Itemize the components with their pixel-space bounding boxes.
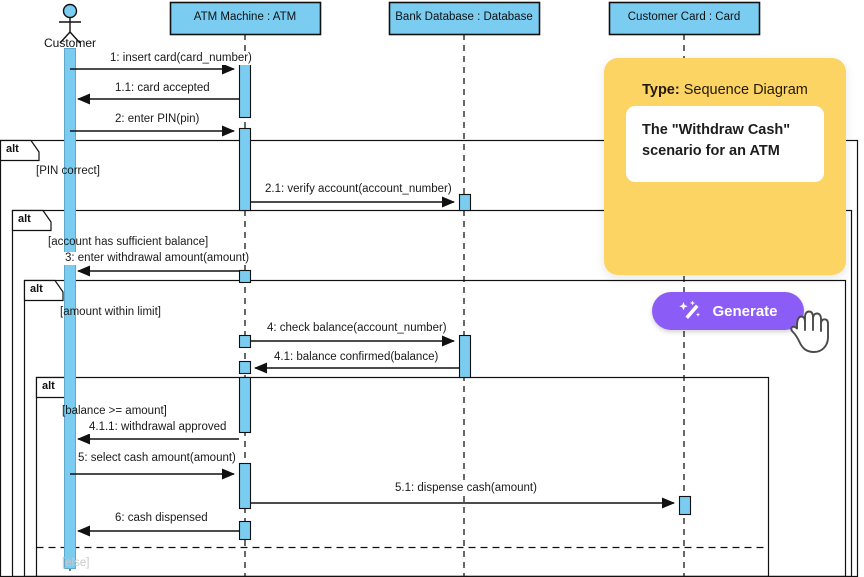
fragment-guard-else: [else] bbox=[62, 557, 90, 569]
popup-type-value: Sequence Diagram bbox=[679, 82, 808, 98]
message-label-4-1: 4.1: balance confirmed(balance) bbox=[272, 351, 441, 364]
message-label-1: 1: insert card(card_number) bbox=[108, 52, 254, 65]
lifeline-label-atm: ATM Machine : ATM bbox=[193, 11, 297, 23]
fragment-tag-alt-1: alt bbox=[6, 143, 19, 155]
magic-wand-icon bbox=[678, 300, 704, 322]
message-arrows bbox=[70, 63, 675, 537]
message-label-5-1: 5.1: dispense cash(amount) bbox=[393, 482, 539, 495]
generate-button[interactable]: Generate bbox=[652, 292, 804, 330]
generate-button-label: Generate bbox=[712, 302, 778, 320]
fragment-guard-4: [balance >= amount] bbox=[62, 405, 167, 417]
message-label-1-1: 1.1: card accepted bbox=[113, 82, 212, 95]
actor-stick-figure-icon[interactable] bbox=[59, 3, 81, 44]
message-label-3: 3: enter withdrawal amount(amount) bbox=[63, 252, 252, 265]
message-label-5: 5: select cash amount(amount) bbox=[76, 452, 238, 465]
fragment-guard-1: [PIN correct] bbox=[36, 165, 100, 177]
message-label-2: 2: enter PIN(pin) bbox=[113, 113, 202, 126]
lifeline-label-database: Bank Database : Database bbox=[395, 11, 533, 23]
lifeline-head-card[interactable] bbox=[608, 1, 761, 36]
lifeline-label-customer: Customer bbox=[43, 36, 96, 50]
generate-popup-panel: Type: Sequence Diagram The "Withdraw Cas… bbox=[604, 58, 846, 353]
popup-type-line: Type: Sequence Diagram bbox=[604, 82, 846, 98]
message-label-4-1-1: 4.1.1: withdrawal approved bbox=[87, 421, 229, 434]
message-label-6: 6: cash dispensed bbox=[113, 512, 210, 525]
lifeline-head-atm[interactable] bbox=[169, 1, 322, 36]
fragment-tag-alt-3: alt bbox=[30, 283, 43, 295]
fragment-guard-3: [amount within limit] bbox=[60, 306, 161, 318]
popup-type-prefix: Type: bbox=[642, 82, 680, 98]
lifeline-head-database[interactable] bbox=[388, 1, 541, 36]
fragment-tag-alt-2: alt bbox=[18, 213, 31, 225]
popup-description-text: The "Withdraw Cash" scenario for an ATM bbox=[642, 122, 791, 159]
activation-bars bbox=[64, 48, 692, 569]
message-label-4: 4: check balance(account_number) bbox=[265, 322, 449, 335]
lifeline-label-card: Customer Card : Card bbox=[627, 11, 741, 23]
fragment-guard-2: [account has sufficient balance] bbox=[48, 236, 209, 248]
message-label-2-1: 2.1: verify account(account_number) bbox=[263, 183, 454, 196]
popup-description-card: The "Withdraw Cash" scenario for an ATM bbox=[626, 106, 824, 182]
fragment-tag-alt-4: alt bbox=[42, 380, 55, 392]
